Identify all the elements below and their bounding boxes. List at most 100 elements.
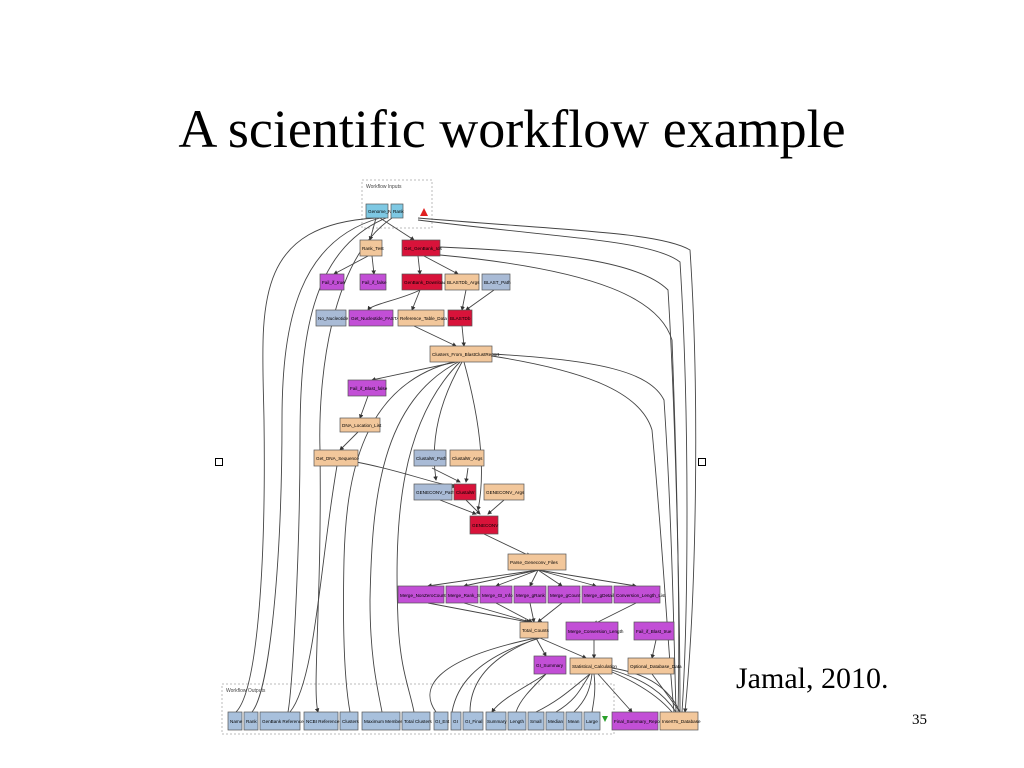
svg-text:GENECONV_Args: GENECONV_Args bbox=[486, 490, 525, 495]
node-genome-name: Genome_Name bbox=[365, 203, 401, 219]
svg-text:Summary: Summary bbox=[487, 719, 507, 724]
warning-triangle-icon bbox=[420, 208, 428, 216]
svg-text:InsertTo_Database: InsertTo_Database bbox=[662, 719, 701, 724]
node-blastdb-args: BLASTDb_Args bbox=[444, 273, 480, 291]
output-gi: GI bbox=[450, 711, 462, 731]
node-reference-table-data: Reference_Table_Data bbox=[397, 309, 447, 327]
svg-text:Rank_Test: Rank_Test bbox=[362, 246, 384, 251]
output-ncbi-reference: NCBI Reference bbox=[303, 711, 340, 731]
svg-text:Merge_gRank: Merge_gRank bbox=[516, 593, 546, 598]
outputs-triangle-icon bbox=[602, 716, 608, 722]
svg-text:Parse_Geneconv_Files: Parse_Geneconv_Files bbox=[510, 560, 558, 565]
node-fail-if-false: Fail_if_false bbox=[359, 273, 387, 291]
output-maximum-members: Maximum Members bbox=[361, 711, 405, 731]
output-gi-ent: GI_Ent bbox=[433, 711, 450, 731]
output-final-summary-report: Final_Summary_Report bbox=[611, 711, 663, 731]
output-genbank-reference: GenBank Reference bbox=[259, 711, 304, 731]
svg-text:Mean: Mean bbox=[568, 719, 580, 724]
node-clustalw: ClustalW bbox=[453, 483, 477, 501]
node-no-nucleotide: No_Nucleotide bbox=[315, 309, 349, 327]
svg-text:BLAST_Path: BLAST_Path bbox=[484, 280, 511, 285]
node-clustalw-path: ClustalW_Path bbox=[413, 449, 447, 467]
output-mean: Mean bbox=[565, 711, 583, 731]
svg-text:BLASTDb_Args: BLASTDb_Args bbox=[447, 280, 480, 285]
svg-text:Genome_Name: Genome_Name bbox=[368, 209, 401, 214]
node-gi-summary: GI_Summary bbox=[533, 655, 567, 675]
output-clusters: Clusters bbox=[339, 711, 360, 731]
svg-text:ClustalW_Path: ClustalW_Path bbox=[416, 456, 447, 461]
svg-text:Clusters: Clusters bbox=[342, 719, 360, 724]
node-merge-nonzerocount: Merge_NonZeroCount bbox=[397, 585, 446, 604]
svg-text:No_Nucleotide: No_Nucleotide bbox=[318, 316, 349, 321]
node-merge-gcount: Merge_gCount bbox=[547, 585, 581, 604]
node-get-nucleotide-fasta: Get_Nucleotide_FASTA bbox=[348, 309, 400, 327]
svg-text:Reference_Table_Data: Reference_Table_Data bbox=[400, 316, 447, 321]
svg-text:Small: Small bbox=[530, 719, 542, 724]
svg-text:Fail_if_Blast_false: Fail_if_Blast_false bbox=[350, 386, 388, 391]
node-fail-if-true: Fail_if_true bbox=[319, 273, 345, 291]
svg-text:Get_DNA_Sequence: Get_DNA_Sequence bbox=[316, 456, 359, 461]
svg-text:GENECONV_Path: GENECONV_Path bbox=[416, 490, 455, 495]
svg-text:BLASTDb: BLASTDb bbox=[450, 316, 471, 321]
svg-text:Rank: Rank bbox=[393, 209, 404, 214]
svg-text:Get_Nucleotide_FASTA: Get_Nucleotide_FASTA bbox=[351, 316, 400, 321]
node-merge-gi-info: Merge_GI_Info bbox=[479, 585, 513, 604]
node-optional-database-data: Optional_Database_Data bbox=[627, 657, 682, 675]
svg-text:GENECONV: GENECONV bbox=[472, 523, 499, 528]
resize-handle-left[interactable] bbox=[215, 458, 223, 466]
svg-text:Merge_gDetail: Merge_gDetail bbox=[584, 593, 614, 598]
svg-text:Rank: Rank bbox=[246, 719, 257, 724]
node-geneconv-path: GENECONV_Path bbox=[413, 483, 455, 501]
page-number: 35 bbox=[912, 712, 927, 728]
svg-text:GI: GI bbox=[453, 719, 458, 724]
svg-text:ClustalW: ClustalW bbox=[456, 490, 475, 495]
resize-handle-right[interactable] bbox=[698, 458, 706, 466]
svg-text:Merge_NonZeroCount: Merge_NonZeroCount bbox=[400, 593, 446, 598]
node-genbank-download: GenBank_Download bbox=[401, 273, 447, 291]
workflow-inputs-group: Workflow Inputs bbox=[361, 179, 433, 229]
node-blastdb: BLASTDb bbox=[447, 309, 473, 327]
node-fail-if-blast-false: Fail_if_Blast_false bbox=[347, 379, 388, 397]
node-get-dna-sequence: Get_DNA_Sequence bbox=[313, 449, 359, 467]
node-geneconv: GENECONV bbox=[469, 515, 499, 535]
node-total-counts: Total_Counts bbox=[519, 621, 550, 639]
svg-text:Conversion_Length_List: Conversion_Length_List bbox=[616, 593, 666, 598]
svg-text:Fail_if_false: Fail_if_false bbox=[362, 280, 387, 285]
node-blast-path: BLAST_Path bbox=[481, 273, 511, 291]
node-merge-rank-si: Merge_Rank_SI bbox=[445, 585, 481, 604]
node-parse-geneconv-files: Parse_Geneconv_Files bbox=[507, 553, 567, 571]
output-length: Length bbox=[507, 711, 527, 731]
output-gi-final: GI_Final bbox=[462, 711, 484, 731]
svg-text:Total Clusters: Total Clusters bbox=[404, 719, 433, 724]
node-statistical-calculation: Statistical_Calculation bbox=[569, 657, 617, 675]
node-rank-test: Rank_Test bbox=[359, 239, 384, 257]
node-merge-gdetail: Merge_gDetail bbox=[581, 585, 614, 604]
svg-text:GI_Summary: GI_Summary bbox=[536, 663, 564, 668]
output-insertto-database: InsertTo_Database bbox=[659, 711, 701, 731]
slide-title: A scientific workflow example bbox=[178, 99, 846, 159]
node-merge-conversion-length: Merge_Conversion_Length bbox=[565, 621, 624, 641]
svg-text:Fail_if_true: Fail_if_true bbox=[322, 280, 345, 285]
node-rank-input: Rank bbox=[390, 203, 404, 219]
svg-text:Fail_if_Blast_true: Fail_if_Blast_true bbox=[636, 629, 672, 634]
svg-text:Total_Counts: Total_Counts bbox=[522, 628, 550, 633]
svg-text:Clusters_From_BlastClustReport: Clusters_From_BlastClustReport bbox=[432, 352, 500, 357]
svg-text:Merge_Rank_SI: Merge_Rank_SI bbox=[448, 593, 481, 598]
citation: Jamal, 2010. bbox=[736, 662, 889, 695]
output-median: Median bbox=[545, 711, 565, 731]
node-geneconv-args: GENECONV_Args bbox=[483, 483, 525, 501]
output-summary: Summary bbox=[485, 711, 507, 731]
output-large: Large bbox=[583, 711, 601, 731]
svg-text:Get_GenBank_Ids: Get_GenBank_Ids bbox=[404, 246, 442, 251]
svg-text:Final_Summary_Report: Final_Summary_Report bbox=[614, 719, 663, 724]
output-rank: Rank bbox=[243, 711, 259, 731]
svg-text:Length: Length bbox=[510, 719, 524, 724]
node-clustalw-args: ClustalW_Args bbox=[449, 449, 485, 467]
svg-text:GI_Ent: GI_Ent bbox=[435, 719, 450, 724]
svg-text:Name: Name bbox=[230, 719, 243, 724]
workflow-inputs-label: Workflow Inputs bbox=[366, 184, 402, 190]
svg-text:GenBank_Download: GenBank_Download bbox=[404, 280, 447, 285]
svg-text:NCBI Reference: NCBI Reference bbox=[306, 719, 340, 724]
svg-text:Merge_gCount: Merge_gCount bbox=[550, 593, 581, 598]
output-total-clusters: Total Clusters bbox=[401, 711, 433, 731]
